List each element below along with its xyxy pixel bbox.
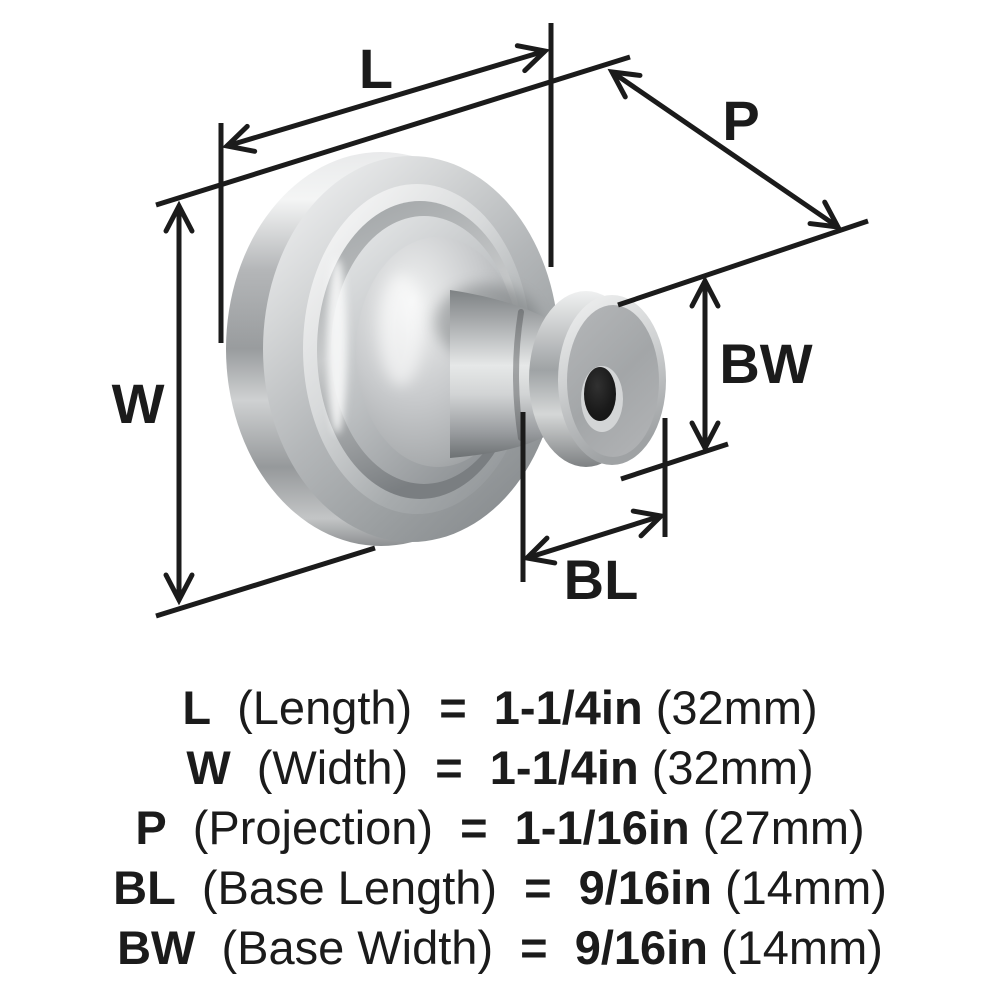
spec-equals: = — [520, 921, 548, 974]
screw-hole — [584, 367, 616, 421]
spec-row-width: W (Width) = 1-1/4in (32mm) — [0, 738, 1000, 798]
spec-equals: = — [439, 681, 467, 734]
dome-highlight — [379, 274, 423, 386]
spec-name: (Projection) — [192, 801, 434, 854]
spec-list: L (Length) = 1-1/4in (32mm) W (Width) = … — [0, 678, 1000, 978]
spec-code: BW — [117, 921, 196, 974]
spec-name: (Width) — [256, 741, 409, 794]
dimension-arrow-p — [607, 68, 843, 231]
dim-label-w: W — [112, 372, 165, 435]
ring-highlight — [327, 258, 347, 434]
extension-line-w-bottom — [155, 545, 376, 619]
spec-row-projection: P (Projection) = 1-1/16in (27mm) — [0, 798, 1000, 858]
spec-code: BL — [113, 861, 176, 914]
dim-label-l: L — [359, 37, 393, 100]
stem-neck-shadow — [513, 309, 524, 441]
dimension-lines — [155, 23, 869, 619]
dim-label-bl: BL — [564, 548, 639, 611]
spec-code: L — [182, 681, 212, 734]
spec-metric: (32mm) — [651, 741, 814, 794]
spec-metric: (27mm) — [702, 801, 865, 854]
spec-row-length: L (Length) = 1-1/4in (32mm) — [0, 678, 1000, 738]
spec-metric: (14mm) — [724, 861, 887, 914]
spec-name: (Base Width) — [221, 921, 494, 974]
spec-imperial: 9/16in — [578, 861, 712, 914]
dimension-arrow-bl — [521, 508, 667, 566]
spec-metric: (32mm) — [655, 681, 818, 734]
spec-metric: (14mm) — [721, 921, 883, 974]
spec-imperial: 1-1/4in — [489, 741, 639, 794]
extension-line-p-bottom-bw-top — [617, 218, 869, 308]
dimension-arrow-l — [221, 43, 551, 154]
dim-label-bw: BW — [719, 332, 812, 395]
knob-illustration — [226, 152, 666, 546]
spec-equals: = — [524, 861, 552, 914]
spec-name: (Length) — [237, 681, 413, 734]
dim-label-p: P — [722, 89, 759, 152]
spec-row-base-width: BW (Base Width) = 9/16in (14mm) — [0, 918, 1000, 978]
spec-imperial: 1-1/4in — [493, 681, 643, 734]
spec-row-base-length: BL (Base Length) = 9/16in (14mm) — [0, 858, 1000, 918]
spec-code: P — [135, 801, 167, 854]
spec-code: W — [186, 741, 231, 794]
spec-equals: = — [460, 801, 488, 854]
spec-equals: = — [435, 741, 463, 794]
knob-dimension-drawing: L P W BW BL — [112, 23, 869, 619]
spec-imperial: 1-1/16in — [514, 801, 690, 854]
spec-imperial: 9/16in — [574, 921, 708, 974]
spec-name: (Base Length) — [201, 861, 498, 914]
